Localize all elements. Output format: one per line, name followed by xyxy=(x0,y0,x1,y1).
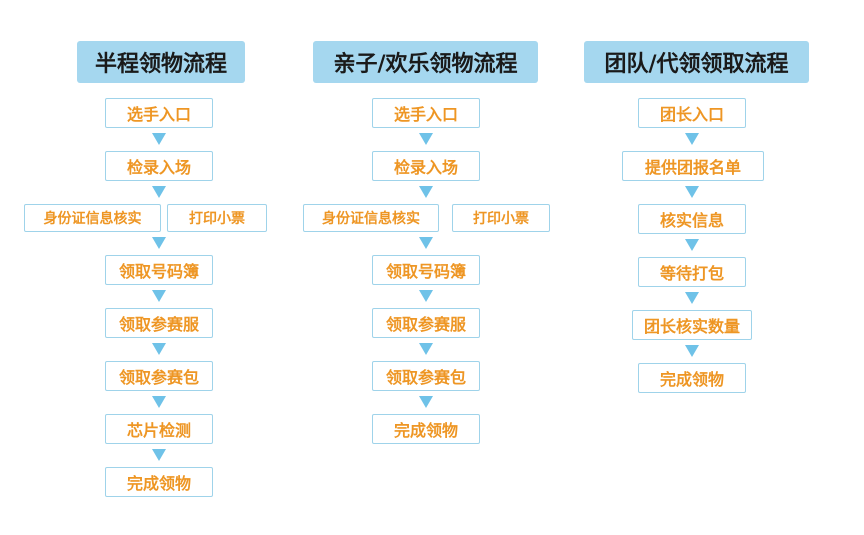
flow-step-wait-packing: 等待打包 xyxy=(638,257,746,287)
down-arrow-icon xyxy=(419,343,433,355)
team-proxy-flow: 团队/代领领取流程 团长入口 提供团报名单 核实信息 等待打包 团长核实数量 完… xyxy=(580,0,864,535)
down-arrow-icon xyxy=(152,449,166,461)
flow-step-shirt: 领取参赛服 xyxy=(105,308,213,338)
family-fun-flow: 亲子/欢乐领物流程 选手入口 检录入场 身份证信息核实 打印小票 领取号码簿 领… xyxy=(290,0,580,535)
flow-title: 半程领物流程 xyxy=(77,41,245,83)
flow-step-entrance: 选手入口 xyxy=(105,98,213,128)
down-arrow-icon xyxy=(152,343,166,355)
flow-step-entrance: 选手入口 xyxy=(372,98,480,128)
down-arrow-icon xyxy=(152,133,166,145)
down-arrow-icon xyxy=(419,186,433,198)
down-arrow-icon xyxy=(152,186,166,198)
flow-step-bib: 领取号码簿 xyxy=(105,255,213,285)
flow-step-print-ticket: 打印小票 xyxy=(452,204,550,232)
down-arrow-icon xyxy=(685,239,699,251)
flow-step-bib: 领取号码簿 xyxy=(372,255,480,285)
down-arrow-icon xyxy=(685,186,699,198)
flow-step-print-ticket: 打印小票 xyxy=(167,204,267,232)
half-marathon-flow: 半程领物流程 选手入口 检录入场 身份证信息核实 打印小票 领取号码簿 领取参赛… xyxy=(0,0,312,535)
flow-step-submit-roster: 提供团报名单 xyxy=(622,151,764,181)
down-arrow-icon xyxy=(685,292,699,304)
down-arrow-icon xyxy=(685,133,699,145)
flow-step-id-verify: 身份证信息核实 xyxy=(303,204,439,232)
flow-step-complete: 完成领物 xyxy=(638,363,746,393)
flow-step-leader-entrance: 团长入口 xyxy=(638,98,746,128)
down-arrow-icon xyxy=(419,396,433,408)
flow-step-check-in: 检录入场 xyxy=(105,151,213,181)
down-arrow-icon xyxy=(152,396,166,408)
down-arrow-icon xyxy=(152,237,166,249)
flow-step-verify-info: 核实信息 xyxy=(638,204,746,234)
down-arrow-icon xyxy=(419,133,433,145)
down-arrow-icon xyxy=(152,290,166,302)
down-arrow-icon xyxy=(419,290,433,302)
down-arrow-icon xyxy=(419,237,433,249)
flow-step-shirt: 领取参赛服 xyxy=(372,308,480,338)
flow-step-check-quantity: 团长核实数量 xyxy=(632,310,752,340)
flow-title: 团队/代领领取流程 xyxy=(584,41,809,83)
flow-step-pack: 领取参赛包 xyxy=(372,361,480,391)
flow-title: 亲子/欢乐领物流程 xyxy=(313,41,538,83)
flow-step-complete: 完成领物 xyxy=(105,467,213,497)
flow-step-chip-test: 芯片检测 xyxy=(105,414,213,444)
down-arrow-icon xyxy=(685,345,699,357)
flow-step-pack: 领取参赛包 xyxy=(105,361,213,391)
flow-step-complete: 完成领物 xyxy=(372,414,480,444)
flow-step-check-in: 检录入场 xyxy=(372,151,480,181)
flow-step-id-verify: 身份证信息核实 xyxy=(24,204,161,232)
